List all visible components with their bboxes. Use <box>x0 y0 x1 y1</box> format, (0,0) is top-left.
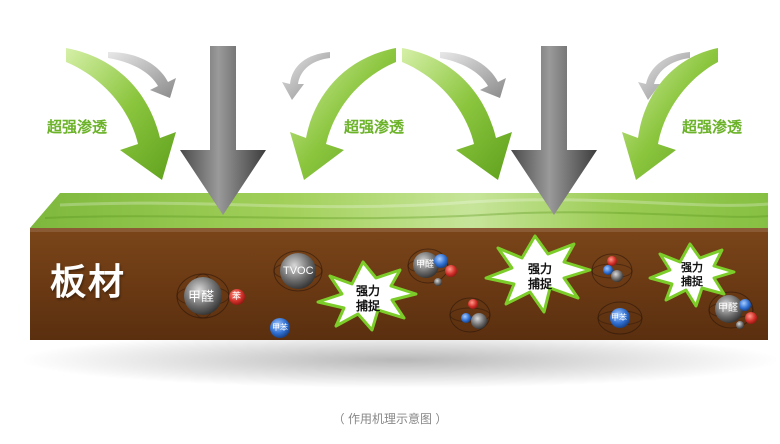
diagram-caption: （ 作用机理示意图 ） <box>332 412 448 426</box>
penetration-label-2: 超强渗透 <box>344 119 405 136</box>
molecule-formaldehyde-2 <box>413 252 439 278</box>
molecule-formaldehyde-3 <box>715 295 743 323</box>
board-front-face <box>30 228 768 340</box>
capture-label-2-line2: 捕捉 <box>528 277 553 291</box>
light-gray-arrow-1 <box>108 52 176 98</box>
penetration-label-1: 超强渗透 <box>47 119 108 136</box>
molecule-label-benzene-1: 苯 <box>232 291 242 301</box>
capture-burst-3 <box>648 242 736 308</box>
capture-label-3-line1: 强力 <box>681 262 703 274</box>
molecule-tvoc-1 <box>280 253 316 289</box>
penetration-label-3: 超强渗透 <box>682 119 743 136</box>
capture-label-1-line1: 强力 <box>356 284 381 298</box>
molecule-label-formaldehyde-2: 甲醛 <box>416 259 435 269</box>
light-gray-arrow-3 <box>440 52 506 98</box>
green-arrow-4 <box>622 48 718 180</box>
board-top-surface <box>30 193 768 228</box>
molecule-formaldehyde-1 <box>184 277 222 315</box>
molecule-label-toluene-3: 甲苯 <box>611 313 627 322</box>
molecule-label-tvoc: TVOC <box>283 265 314 277</box>
light-gray-arrow-2 <box>282 52 330 100</box>
molecule-toluene-3 <box>610 308 630 328</box>
capture-label-3-line2: 捕捉 <box>681 276 703 288</box>
gray-arrow-1 <box>180 46 266 215</box>
molecule-benzene-2 <box>445 265 457 277</box>
green-arrow-3 <box>402 48 512 180</box>
board-shadow <box>20 332 780 388</box>
gray-arrow-2 <box>511 46 597 215</box>
molecule-label-toluene-1: 甲苯 <box>272 323 288 332</box>
molecule-toluene-1 <box>270 318 290 338</box>
molecule-benzene-1 <box>229 289 245 305</box>
light-gray-arrow-4 <box>638 52 690 100</box>
capture-label-2-line1: 强力 <box>528 262 553 276</box>
capture-label-1-line2: 捕捉 <box>356 299 381 313</box>
capture-burst-1 <box>316 260 418 332</box>
capture-burst-2 <box>484 234 592 314</box>
molecule-toluene-2 <box>434 254 448 268</box>
molecule-label-formaldehyde-1: 甲醛 <box>188 289 215 304</box>
board-name: 板材 <box>50 261 127 302</box>
green-arrow-1 <box>66 48 176 180</box>
molecule-label-formaldehyde-3: 甲醛 <box>718 303 738 314</box>
green-arrow-2 <box>290 48 396 180</box>
